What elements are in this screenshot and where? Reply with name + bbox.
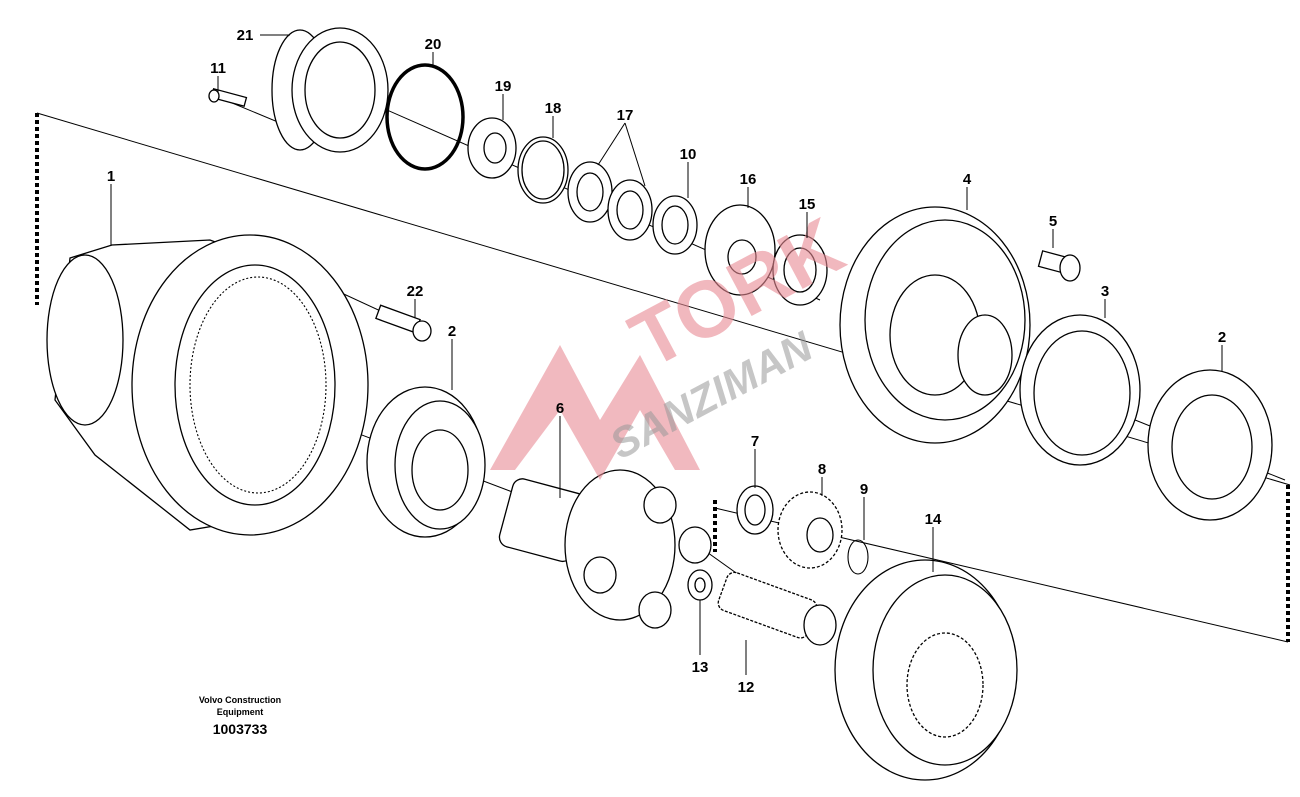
part-15-seal [772,234,828,306]
callout-12: 12 [738,679,755,696]
part-16-lock-plate [704,204,776,296]
part-2-bearing-right [1147,369,1273,521]
callout-14: 14 [925,511,942,528]
part-2-bearing-left [366,386,486,538]
callout-labels: 21 20 11 19 18 17 10 16 15 4 5 1 22 2 3 … [107,27,1226,696]
part-18-snap-ring [517,136,569,204]
callout-21: 21 [237,27,254,44]
callout-2-right: 2 [1218,329,1226,346]
part-3-seal-ring [1019,314,1141,466]
callout-6: 6 [556,400,564,417]
callout-1: 1 [107,168,115,185]
part-12-sun-gear [717,571,837,646]
part-10-washer [652,195,698,255]
callout-5: 5 [1049,213,1057,230]
part-13-thrust-washer [687,569,713,601]
part-5-bolt [1037,250,1081,282]
caption-company: Volvo Construction [198,695,282,705]
part-7-needle-bearing [736,485,774,535]
callout-13: 13 [692,659,709,676]
diagram-caption: Volvo Construction Equipment 1003733 [170,694,310,737]
diagram-number: 1003733 [212,721,268,737]
callout-20: 20 [425,36,442,53]
caption-company-line2: Equipment [216,707,264,717]
part-21-cover [271,27,389,153]
part-19-nut [467,117,517,179]
callout-2-left: 2 [448,323,456,340]
part-11-bolt [208,87,248,108]
callout-15: 15 [799,196,816,213]
callout-9: 9 [860,481,868,498]
callout-22: 22 [407,283,424,300]
callout-18: 18 [545,100,562,117]
callout-10: 10 [680,146,697,163]
part-9-circlip [847,539,869,575]
callout-19: 19 [495,78,512,95]
part-20-o-ring [385,63,465,171]
callout-4: 4 [963,171,972,188]
part-4-hub [839,206,1031,444]
part-14-brake-assembly [834,559,1018,781]
callout-7: 7 [751,433,759,450]
callout-17: 17 [617,107,634,124]
part-22-bolt [375,304,432,342]
callout-16: 16 [740,171,757,188]
callout-8: 8 [818,461,826,478]
part-8-planet-gear [777,491,843,569]
part-6-planet-carrier [498,469,712,629]
callout-11: 11 [210,60,226,77]
part-17-lock-washers [567,161,653,241]
callout-3: 3 [1101,283,1109,300]
part-1-housing [46,234,369,536]
callout-leaders [110,34,1223,675]
